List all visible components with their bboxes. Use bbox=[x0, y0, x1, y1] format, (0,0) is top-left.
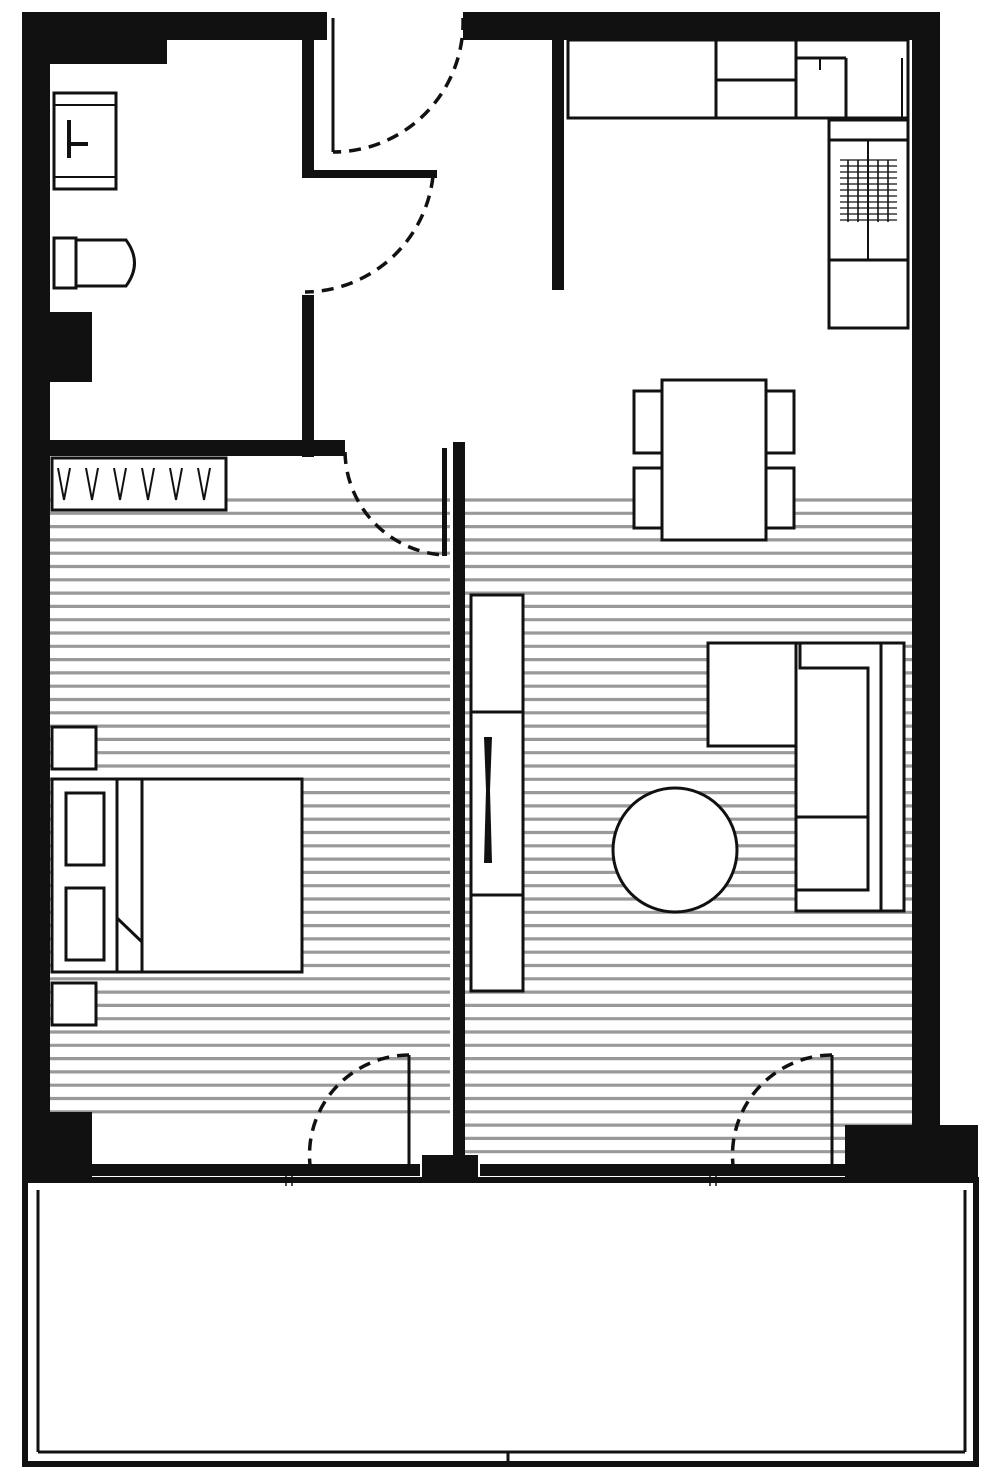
tv-cabinet bbox=[469, 593, 525, 993]
wall-left-column bbox=[22, 312, 92, 382]
wall-right bbox=[912, 12, 940, 1177]
wall-bed-living-partition bbox=[453, 442, 465, 1157]
wall-bottom-left bbox=[92, 1164, 420, 1176]
wall-right-bottom-column bbox=[845, 1125, 978, 1180]
wall-left-bottom-column bbox=[22, 1112, 92, 1182]
dining-table bbox=[660, 378, 768, 542]
dining-chair-right-top bbox=[764, 389, 796, 455]
wall-bottom-right bbox=[480, 1164, 848, 1176]
corner-sofa-icon bbox=[706, 641, 906, 913]
dining-chair-right-bottom bbox=[764, 466, 796, 530]
wall-kitchen-partition bbox=[552, 40, 564, 290]
bathroom bbox=[52, 91, 136, 290]
bedroom-door-swing bbox=[343, 451, 445, 557]
living-balcony-door-swing bbox=[730, 1053, 833, 1166]
sink-icon bbox=[52, 91, 118, 191]
nightstand-top bbox=[50, 725, 98, 771]
wall-bath-bottom bbox=[50, 440, 345, 456]
wall-entry-bottom bbox=[302, 170, 437, 178]
wall-top-right bbox=[463, 12, 940, 40]
balcony-outline bbox=[22, 1177, 979, 1467]
double-bed-icon bbox=[50, 777, 304, 974]
balcony bbox=[22, 1177, 979, 1467]
bedroom-balcony-door-swing bbox=[307, 1053, 410, 1166]
kitchen bbox=[566, 38, 910, 330]
round-table-icon bbox=[611, 786, 739, 914]
nightstand-bottom bbox=[50, 981, 98, 1027]
cooktop-grate bbox=[840, 159, 897, 222]
dining bbox=[632, 378, 796, 542]
wall-left bbox=[22, 12, 50, 1182]
walls bbox=[22, 12, 978, 1183]
tv-icon bbox=[484, 737, 492, 863]
wall-bath-right bbox=[302, 295, 314, 457]
entry-door-upper-swing bbox=[332, 17, 465, 154]
bedroom bbox=[50, 456, 304, 1027]
dining-chair-left-top bbox=[632, 389, 664, 455]
wall-bed-door-jamb bbox=[442, 448, 447, 556]
doors bbox=[285, 17, 834, 1186]
living-room bbox=[469, 593, 906, 993]
dining-chair-left-bottom bbox=[632, 466, 664, 530]
kitchen-counter bbox=[566, 38, 910, 120]
wardrobe bbox=[50, 456, 228, 512]
cooktop-icon bbox=[827, 118, 910, 330]
toilet-icon bbox=[52, 236, 136, 290]
wall-entry-left bbox=[302, 12, 314, 177]
entry-door-lower-swing bbox=[304, 175, 435, 294]
